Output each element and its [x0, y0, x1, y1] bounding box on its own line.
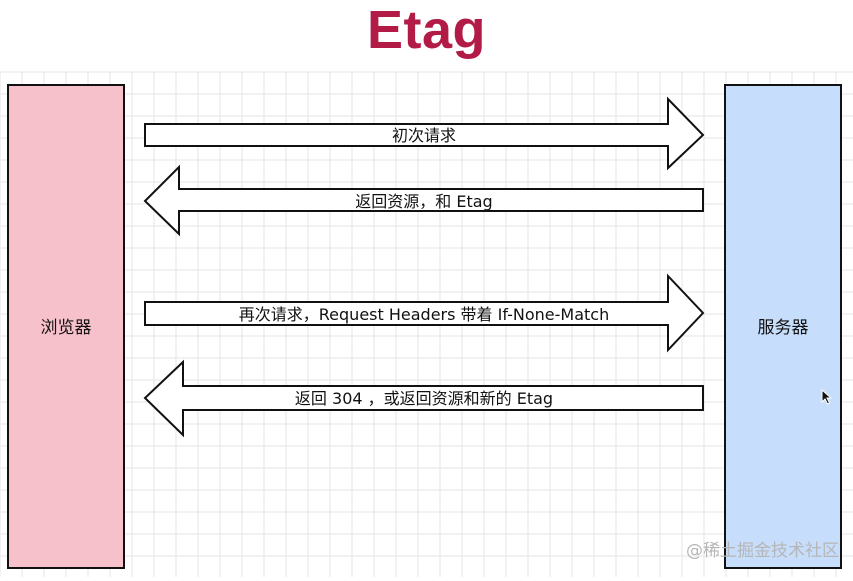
arrow-return-resource-etag-label: 返回资源，和 Etag — [355, 192, 492, 211]
arrow-second-request — [144, 273, 705, 353]
server-label: 服务器 — [758, 318, 809, 338]
arrow-return-304-label: 返回 304 ，或返回资源和新的 Etag — [295, 389, 553, 408]
arrow-initial-request — [144, 96, 705, 171]
arrow-initial-request-label: 初次请求 — [392, 126, 456, 145]
browser-box — [7, 84, 125, 569]
arrow-second-request-label: 再次请求，Request Headers 带着 If-None-Match — [239, 305, 609, 324]
mouse-cursor-icon — [821, 389, 833, 405]
arrow-return-resource-etag — [143, 164, 704, 237]
page-title: Etag — [366, 0, 487, 60]
server-box — [724, 84, 842, 569]
browser-label: 浏览器 — [41, 318, 92, 338]
watermark: @稀土掘金技术社区 — [686, 541, 839, 561]
arrow-return-304 — [143, 359, 704, 438]
